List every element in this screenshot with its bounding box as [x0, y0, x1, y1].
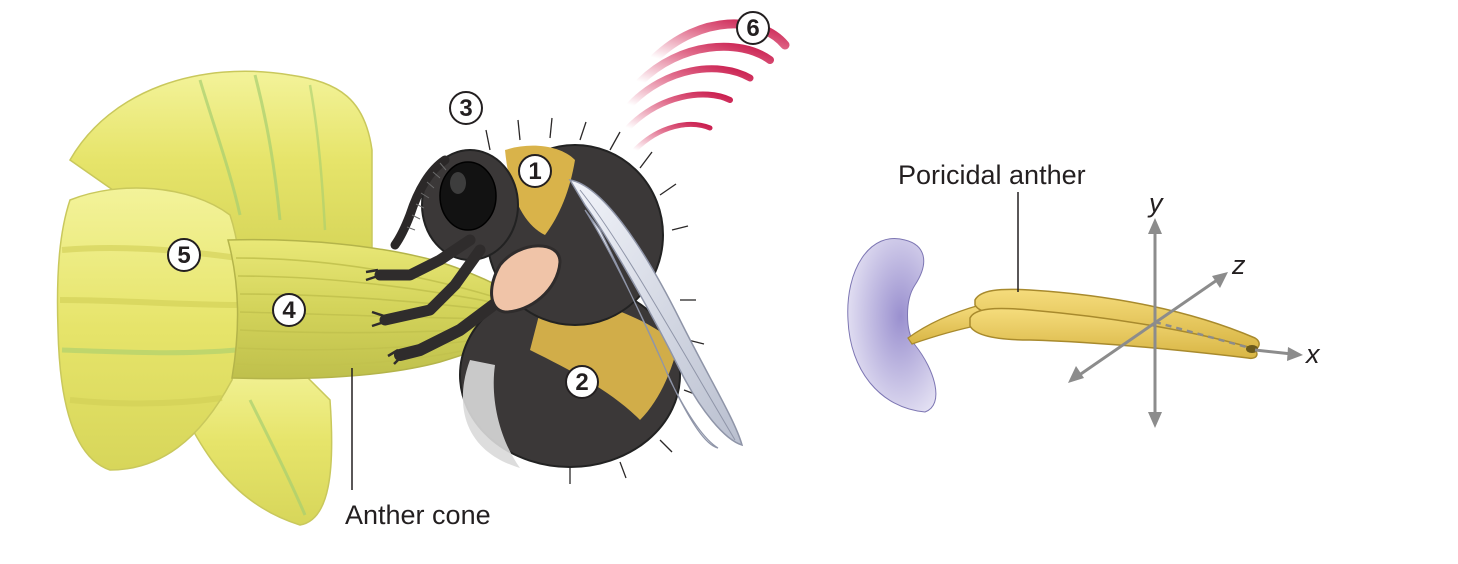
bee-hindwing — [584, 209, 719, 449]
marker-6: 6 — [736, 11, 770, 45]
poricidal-anther-diagram — [847, 238, 1260, 413]
bumblebee — [365, 117, 744, 484]
svg-text:5: 5 — [177, 242, 190, 269]
flower — [56, 70, 550, 526]
bee-eye — [439, 161, 497, 231]
svg-text:4: 4 — [282, 297, 296, 324]
vibration-waves — [625, 19, 790, 153]
axis-y-label: y — [1147, 188, 1164, 218]
bee-pollen-basket — [490, 244, 562, 314]
svg-text:2: 2 — [575, 369, 588, 396]
marker-5: 5 — [167, 238, 201, 272]
svg-text:3: 3 — [459, 95, 472, 122]
svg-text:1: 1 — [528, 158, 541, 185]
anther-cone-label: Anther cone — [345, 500, 491, 530]
filament — [907, 304, 981, 345]
marker-4: 4 — [272, 293, 306, 327]
axis-z-label: z — [1231, 250, 1246, 280]
axes — [1068, 218, 1303, 428]
marker-1: 1 — [518, 154, 552, 188]
poricidal-anther-label: Poricidal anther — [898, 160, 1086, 190]
marker-3: 3 — [449, 91, 483, 125]
bee-antenna — [390, 155, 450, 250]
marker-2: 2 — [565, 365, 599, 399]
axis-x-label: x — [1304, 339, 1321, 369]
receptacle — [847, 238, 937, 413]
anther-theca-lower — [969, 307, 1258, 360]
svg-text:6: 6 — [746, 15, 759, 42]
